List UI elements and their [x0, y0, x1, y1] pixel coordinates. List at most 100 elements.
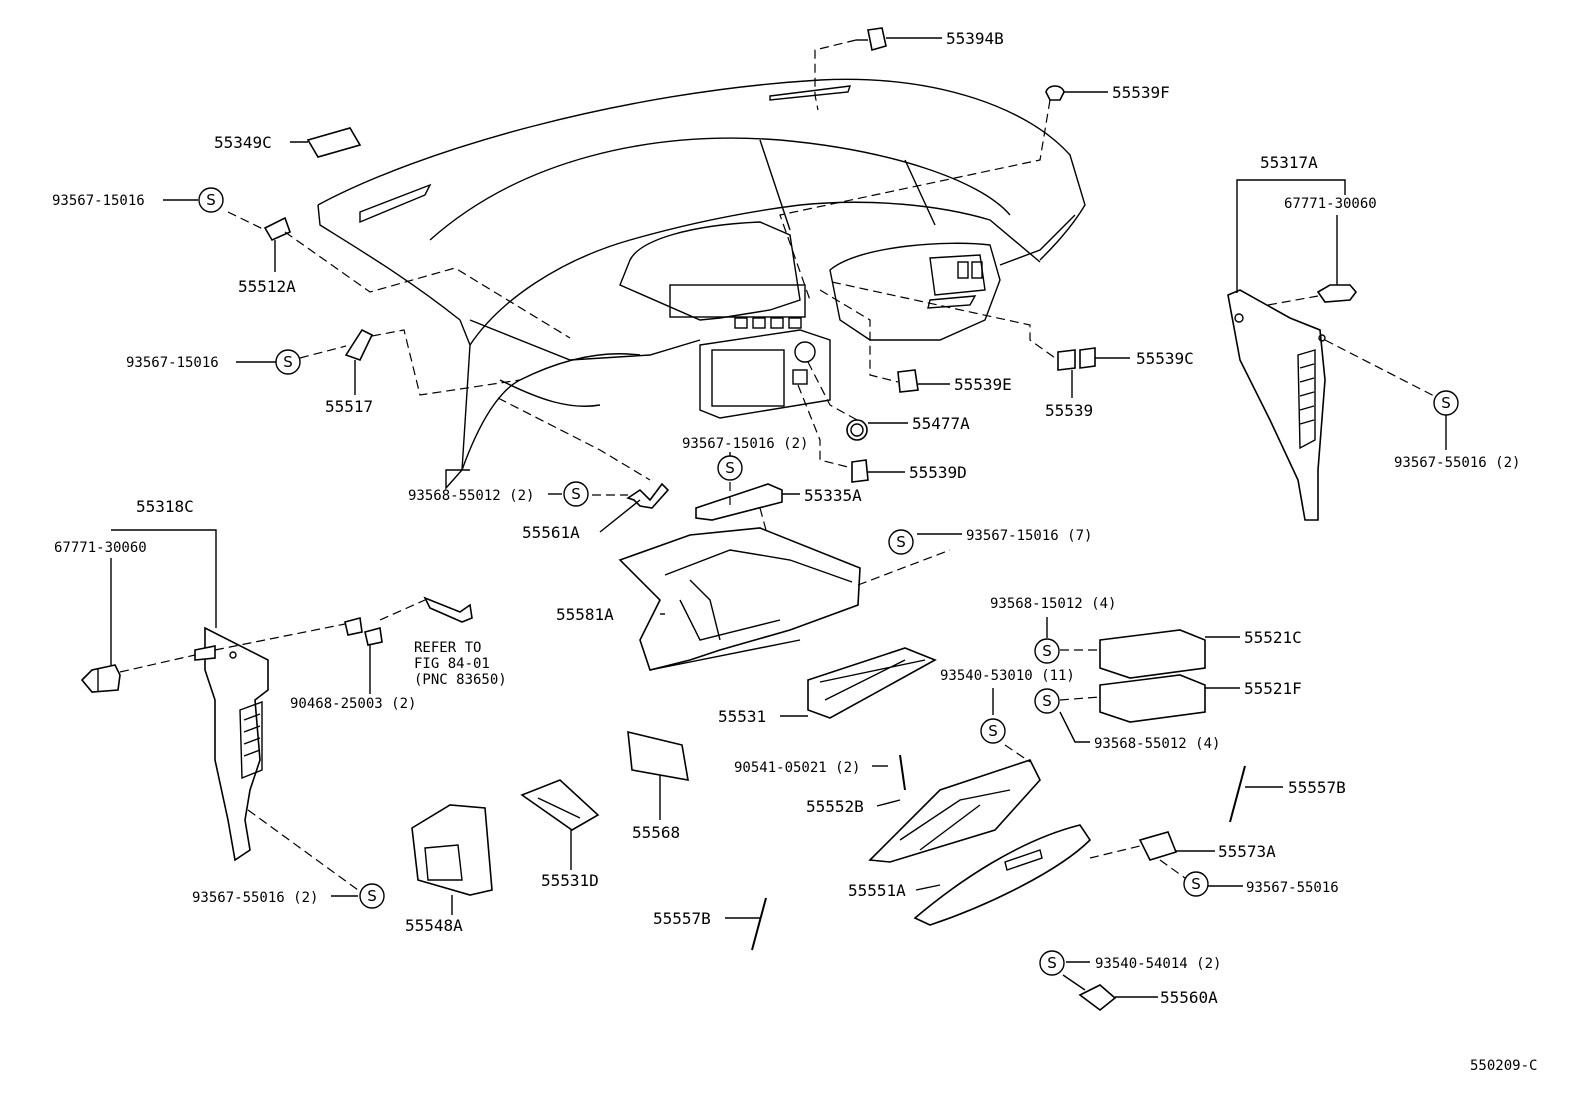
label-refer-line1: REFER TO — [414, 640, 481, 656]
label-93540-54014-2: 93540-54014 (2) — [1095, 956, 1221, 972]
svg-text:S: S — [1042, 642, 1052, 660]
pin-refer — [423, 596, 473, 623]
svg-text:S: S — [571, 485, 581, 503]
label-55581A: 55581A — [556, 605, 614, 624]
bracket-55335A — [695, 483, 783, 521]
latch-55573A — [1138, 831, 1178, 861]
instrument-panel — [317, 78, 1086, 490]
pad-55349C — [306, 127, 362, 158]
label-refer-line3: (PNC 83650) — [414, 672, 507, 688]
label-55512A: 55512A — [238, 277, 296, 296]
dashed-assembly-lines — [119, 39, 1439, 891]
rod-55557B-right — [1229, 765, 1246, 823]
label-55531: 55531 — [718, 707, 766, 726]
svg-text:S: S — [725, 459, 735, 477]
box-55568 — [627, 730, 689, 781]
label-55539D: 55539D — [909, 463, 967, 482]
bracket-55517 — [344, 328, 374, 361]
svg-text:S: S — [206, 191, 216, 209]
cover-55521C — [1099, 629, 1206, 679]
clip-55539E — [897, 369, 919, 393]
label-55568: 55568 — [632, 823, 680, 842]
s-mark: S — [198, 187, 224, 213]
side-panel-right — [1227, 289, 1326, 521]
label-55335A: 55335A — [804, 486, 862, 505]
glovebox-inner-55552B — [868, 759, 1041, 863]
screw-90541 — [899, 754, 906, 791]
clip-55539D — [851, 459, 869, 483]
glovebox-bin-55531 — [807, 647, 937, 719]
s-mark: S — [888, 529, 914, 555]
label-55349C: 55349C — [214, 133, 272, 152]
leader-lines — [110, 37, 1447, 998]
label-93567-15016-7: 93567-15016 (7) — [966, 528, 1092, 544]
label-55477A: 55477A — [912, 414, 970, 433]
label-55317A: 55317A — [1260, 153, 1318, 172]
tray-55531D — [520, 779, 600, 831]
svg-text:S: S — [896, 533, 906, 551]
part-labels: 55394B 55539F 55349C 93567-15016 55512A … — [52, 29, 1537, 1074]
label-93567-15016-b: 93567-15016 — [126, 355, 219, 371]
s-mark: S — [1034, 688, 1060, 714]
label-55551A: 55551A — [848, 881, 906, 900]
label-55539E: 55539E — [954, 375, 1012, 394]
s-mark: S — [563, 481, 589, 507]
label-93567-55016: 93567-55016 — [1246, 880, 1339, 896]
s-mark: S — [275, 349, 301, 375]
side-panel-left — [194, 626, 269, 862]
label-refer-line2: FIG 84-01 — [414, 656, 490, 672]
label-90468-25003-2: 90468-25003 (2) — [290, 696, 416, 712]
label-55394B: 55394B — [946, 29, 1004, 48]
clip-67771-right — [1316, 284, 1358, 303]
label-55539F: 55539F — [1112, 83, 1170, 102]
diagram-code: 550209-C — [1470, 1058, 1537, 1074]
label-55531D: 55531D — [541, 871, 599, 890]
clip-90468 — [344, 616, 383, 646]
svg-text:S: S — [367, 887, 377, 905]
cover-55521F — [1099, 674, 1206, 723]
label-93567-55016-2-left: 93567-55016 (2) — [192, 890, 318, 906]
s-mark: S — [1433, 390, 1459, 416]
s-mark: S — [1034, 638, 1060, 664]
label-93568-55012-2: 93568-55012 (2) — [408, 488, 534, 504]
svg-text:S: S — [1191, 875, 1201, 893]
rod-55557B-bottom — [751, 897, 767, 951]
s-mark: S — [359, 883, 385, 909]
bracket-55512A — [263, 216, 292, 242]
label-55517: 55517 — [325, 397, 373, 416]
label-93540-53010-11: 93540-53010 (11) — [940, 668, 1075, 684]
glovebox-frame-55581A — [618, 527, 861, 671]
clip-55394B — [856, 27, 887, 52]
label-93567-55016-2-right: 93567-55016 (2) — [1394, 455, 1520, 471]
label-55560A: 55560A — [1160, 988, 1218, 1007]
label-90541-05021-2: 90541-05021 (2) — [734, 760, 860, 776]
label-55561A: 55561A — [522, 523, 580, 542]
svg-text:S: S — [1047, 954, 1057, 972]
label-55539: 55539 — [1045, 401, 1093, 420]
clip-67771-left — [80, 664, 121, 693]
label-55318C: 55318C — [136, 497, 194, 516]
label-93568-55012-4: 93568-55012 (4) — [1094, 736, 1220, 752]
label-55548A: 55548A — [405, 916, 463, 935]
label-67771-30060-left: 67771-30060 — [54, 540, 147, 556]
svg-text:S: S — [1441, 394, 1451, 412]
s-mark: S — [980, 718, 1006, 744]
grommet-55477A — [846, 419, 868, 441]
s-mark: S — [717, 455, 743, 481]
label-93567-15016-2: 93567-15016 (2) — [682, 436, 808, 452]
label-55521F: 55521F — [1244, 679, 1302, 698]
s-mark: S — [1039, 950, 1065, 976]
label-55552B: 55552B — [806, 797, 864, 816]
bumper-55560A — [1078, 984, 1117, 1012]
svg-text:S: S — [283, 353, 293, 371]
duct-55548A — [411, 804, 493, 896]
svg-text:S: S — [1042, 692, 1052, 710]
label-55557B-right: 55557B — [1288, 778, 1346, 797]
clip-55539C — [1057, 347, 1096, 371]
glovebox-door-55551A — [913, 824, 1092, 926]
label-93567-15016-a: 93567-15016 — [52, 193, 145, 209]
label-93568-15012-4: 93568-15012 (4) — [990, 596, 1116, 612]
label-55557B-bottom: 55557B — [653, 909, 711, 928]
